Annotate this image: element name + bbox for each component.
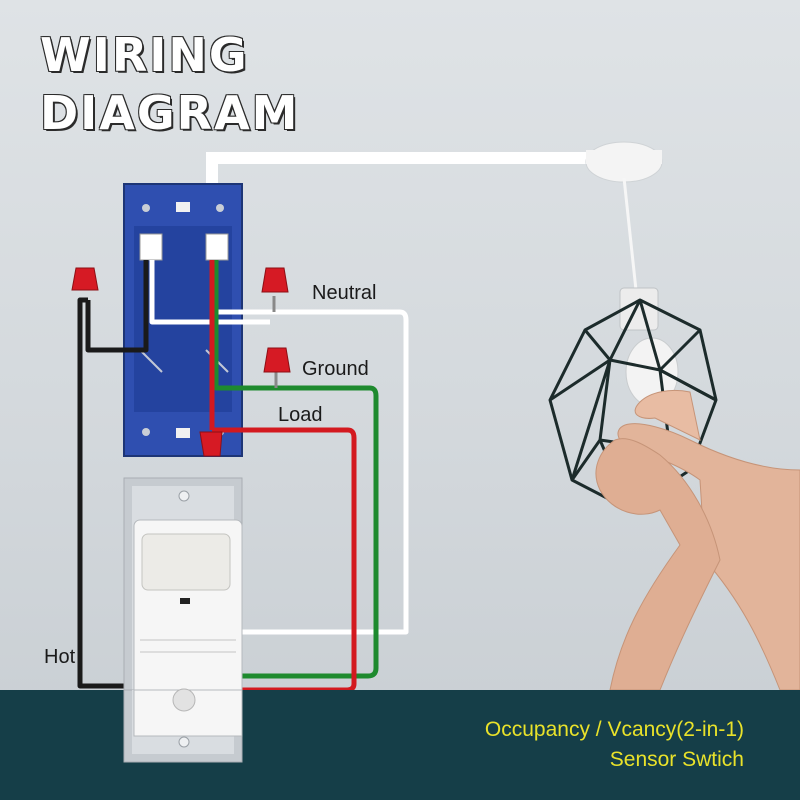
title-line-2: DIAGRAM: [40, 86, 300, 140]
hot-label: Hot: [44, 646, 76, 668]
neutral-label: Neutral: [312, 282, 377, 304]
wire-nut-ground-icon: [263, 347, 291, 373]
pendant-cord: [622, 177, 638, 291]
wire-nut-neutral-icon: [261, 267, 289, 293]
wire-nut-load-icon: [199, 431, 223, 457]
wire-nut-hot-icon: [71, 267, 99, 291]
caption-line-2: Sensor Swtich: [609, 748, 744, 771]
hands-icon: [595, 389, 800, 691]
ceiling-wire-conduit: [206, 152, 620, 196]
ground-wire-green: [213, 260, 379, 679]
ground-label: Ground: [302, 358, 369, 380]
hot-wire-black: [77, 260, 149, 689]
title-line-1: WIRING: [40, 28, 249, 82]
load-wire-red: [209, 260, 357, 693]
bottom-band: [0, 690, 800, 800]
load-label: Load: [278, 404, 323, 426]
caption-line-1: Occupancy / Vcancy(2-in-1): [484, 718, 744, 741]
